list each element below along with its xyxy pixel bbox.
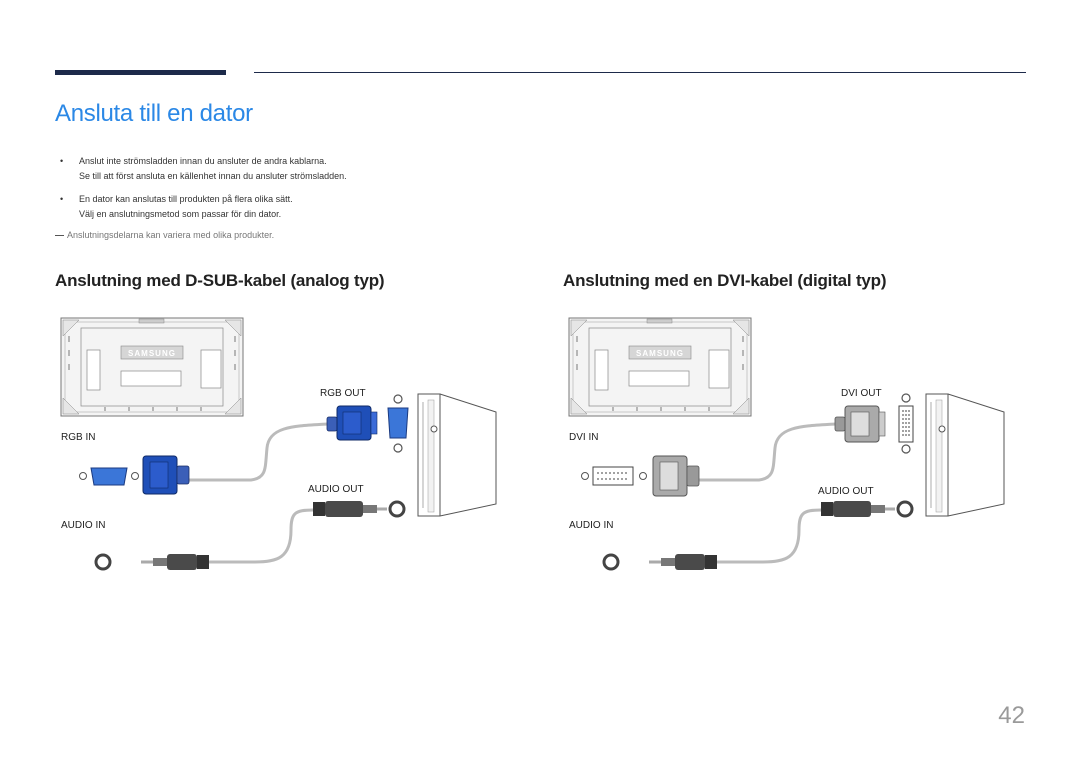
audio-plug-pc-icon — [313, 501, 387, 517]
note-dash-icon — [55, 235, 64, 237]
page-number: 42 — [998, 702, 1025, 729]
audio-jack-pc-icon — [896, 500, 914, 518]
page-title: Ansluta till en dator — [55, 100, 253, 127]
dvi-port-pc-icon — [898, 393, 914, 454]
vga-port-display-icon — [79, 467, 139, 486]
audio-plug-pc-icon — [821, 501, 895, 517]
audio-in-label: AUDIO IN — [569, 520, 613, 531]
header-rule-thin — [254, 72, 1026, 73]
video-cable — [183, 422, 328, 482]
audio-out-label: AUDIO OUT — [308, 484, 364, 495]
vga-port-pc-icon — [387, 394, 409, 453]
bullet-dot: • — [60, 194, 64, 204]
brand-logo: SAMSUNG — [636, 349, 684, 358]
header-rule-thick — [55, 70, 226, 75]
audio-cable — [715, 508, 822, 564]
audio-plug-display-icon — [649, 554, 717, 570]
dvi-plug-pc-icon — [834, 405, 886, 443]
audio-out-label: AUDIO OUT — [818, 486, 874, 497]
bullet-line: Anslut inte strömsladden innan du anslut… — [79, 156, 327, 166]
vga-plug-pc-icon — [326, 405, 378, 441]
vga-plug-display-icon — [142, 455, 190, 495]
display-back-panel: SAMSUNG — [568, 317, 752, 417]
section-title-dvi: Anslutning med en DVI-kabel (digital typ… — [563, 271, 887, 290]
audio-jack-display-icon — [94, 553, 112, 571]
bullet-line: En dator kan anslutas till produkten på … — [79, 194, 293, 204]
bullet-line: Se till att först ansluta en källenhet i… — [79, 171, 347, 181]
audio-in-label: AUDIO IN — [61, 520, 105, 531]
audio-jack-display-icon — [602, 553, 620, 571]
audio-jack-pc-icon — [388, 500, 406, 518]
pc-out-label: DVI OUT — [841, 388, 882, 399]
bullet-line: Välj en anslutningsmetod som passar för … — [79, 209, 282, 219]
video-cable — [699, 422, 836, 482]
pc-tower — [417, 393, 497, 517]
dvi-port-display-icon — [581, 466, 647, 486]
bullet-item: • Anslut inte strömsladden innan du ansl… — [60, 154, 560, 184]
bullet-list: • Anslut inte strömsladden innan du ansl… — [60, 154, 560, 230]
bullet-item: • En dator kan anslutas till produkten p… — [60, 192, 560, 222]
dvi-diagram: SAMSUNG DVI OUT DVI IN AUDIO OUT AUDIO I… — [563, 308, 1023, 588]
bullet-dot: • — [60, 156, 64, 166]
note: Anslutningsdelarna kan variera med olika… — [55, 230, 274, 240]
dsub-diagram: SAMSUNG RGB OUT RGB IN AUDIO OUT AUDIO I… — [55, 308, 515, 588]
display-in-label: DVI IN — [569, 432, 598, 443]
dvi-plug-display-icon — [652, 455, 700, 497]
display-back-panel: SAMSUNG — [60, 317, 244, 417]
pc-tower — [925, 393, 1005, 517]
section-title-dsub: Anslutning med D-SUB-kabel (analog typ) — [55, 271, 385, 290]
note-text: Anslutningsdelarna kan variera med olika… — [67, 230, 275, 240]
pc-out-label: RGB OUT — [320, 388, 366, 399]
display-in-label: RGB IN — [61, 432, 95, 443]
audio-plug-display-icon — [141, 554, 209, 570]
audio-cable — [207, 508, 314, 564]
brand-logo: SAMSUNG — [128, 349, 176, 358]
